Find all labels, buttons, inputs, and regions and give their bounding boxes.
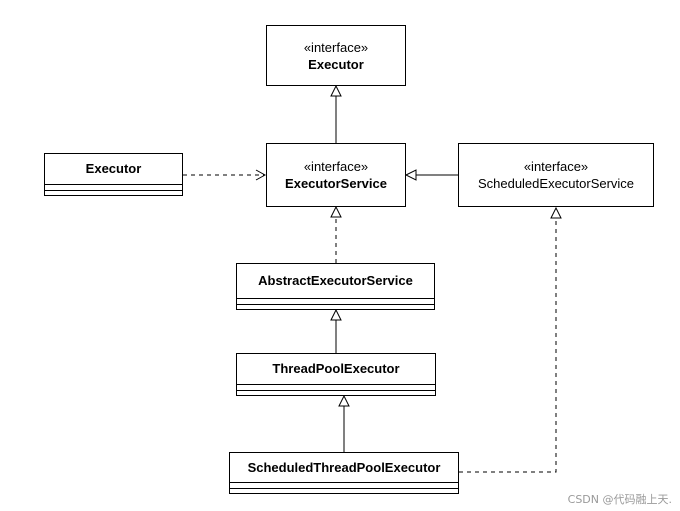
methods-divider	[45, 190, 182, 191]
class-name: ScheduledExecutorService	[477, 176, 635, 191]
stereotype-label: «interface»	[303, 159, 369, 174]
class-name: ThreadPoolExecutor	[272, 361, 400, 376]
methods-divider	[237, 304, 434, 305]
edge-scheduledthreadpoolexecutor-to-scheduledexecutorservice	[459, 206, 562, 473]
stereotype-label: «interface»	[523, 159, 589, 174]
class-threadpoolexecutor[interactable]: ThreadPoolExecutor	[236, 353, 436, 396]
interface-scheduledexecutorservice[interactable]: «interface» ScheduledExecutorService	[458, 143, 654, 207]
watermark-text: CSDN @代码融上天.	[567, 493, 672, 506]
class-name: ExecutorService	[285, 176, 387, 191]
attributes-divider	[230, 482, 458, 483]
attributes-divider	[237, 298, 434, 299]
stereotype-label: «interface»	[303, 39, 369, 55]
attributes-divider	[45, 184, 182, 185]
class-name: AbstractExecutorService	[258, 273, 413, 288]
class-name: ScheduledThreadPoolExecutor	[247, 459, 441, 475]
methods-divider	[230, 488, 458, 489]
class-name: Executor	[308, 56, 364, 72]
edge-abstractexecutorservice-to-executorservice	[330, 205, 342, 263]
methods-divider	[237, 390, 435, 391]
class-executor[interactable]: Executor	[44, 153, 183, 196]
attributes-divider	[237, 384, 435, 385]
class-scheduledthreadpoolexecutor[interactable]: ScheduledThreadPoolExecutor	[229, 452, 459, 494]
edge-executorservice-to-executor	[330, 84, 342, 143]
edge-executor-class-to-executorservice	[183, 169, 267, 181]
interface-executorservice[interactable]: «interface» ExecutorService	[266, 143, 406, 207]
class-abstractexecutorservice[interactable]: AbstractExecutorService	[236, 263, 435, 310]
edge-threadpoolexecutor-to-abstractexecutorservice	[330, 308, 342, 353]
interface-executor[interactable]: «interface» Executor	[266, 25, 406, 86]
edge-scheduledexecutorservice-to-executorservice	[404, 169, 458, 181]
edge-scheduledthreadpoolexecutor-to-threadpoolexecutor	[338, 394, 350, 452]
class-name: Executor	[85, 161, 142, 176]
